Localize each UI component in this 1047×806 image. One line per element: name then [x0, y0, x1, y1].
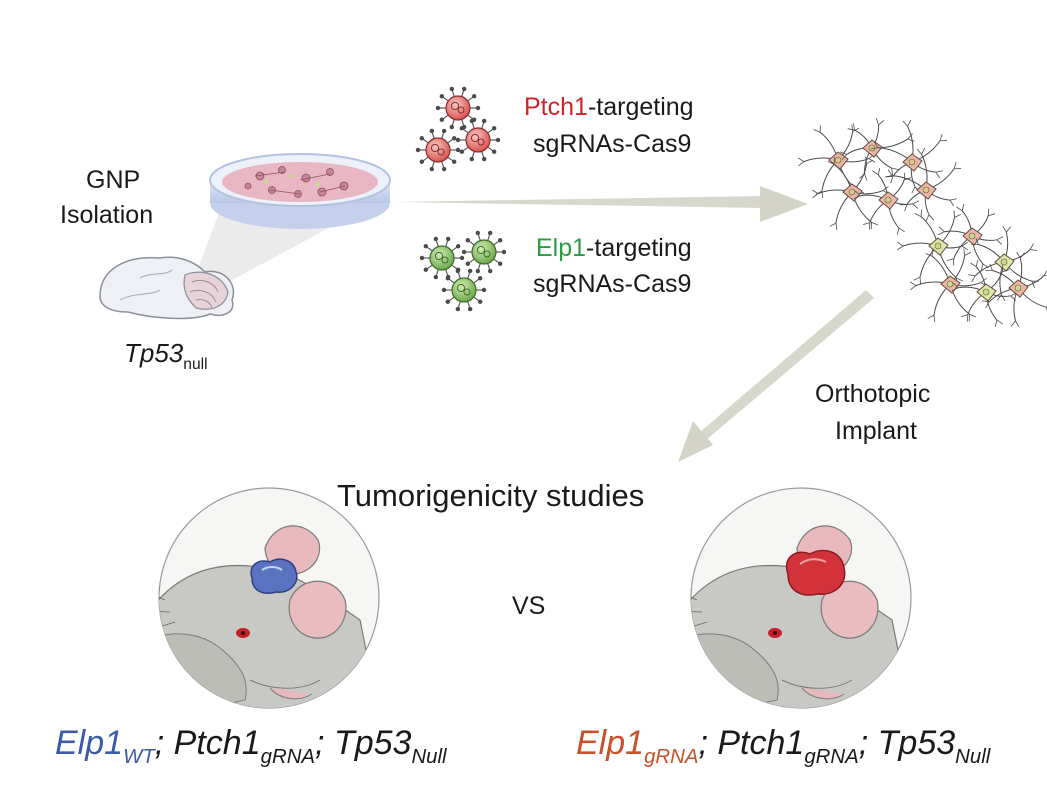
donor-gene-sub: null — [183, 356, 208, 374]
genotype-right: Elp1gRNA; Ptch1gRNA; Tp53Null — [576, 724, 990, 767]
implant-arrow — [678, 290, 874, 462]
virus-particle-icon — [455, 118, 501, 162]
ptch1-targeting-label: Ptch1-targeting — [524, 93, 694, 122]
ptch1-gene: Ptch1 — [524, 93, 588, 121]
virus-particle-icon — [441, 268, 487, 312]
study-title: Tumorigenicity studies — [337, 478, 645, 513]
virus-particle-icon — [461, 230, 507, 274]
genotype-left-elp1-sub: WT — [123, 746, 155, 769]
genotype-left: Elp1WT; Ptch1gRNA; Tp53Null — [55, 724, 447, 767]
neuron-cell-icon — [840, 118, 915, 181]
genotype-right-sep2: ; — [858, 724, 878, 762]
mouse-illustration-grna — [690, 487, 912, 709]
genotype-right-elp1-sub: gRNA — [644, 746, 699, 769]
magnifier-cone — [196, 210, 340, 292]
elp1-virus-cluster — [419, 230, 507, 312]
genotype-right-tp53-sub: Null — [955, 746, 991, 769]
donor-genotype-label: Tp53null — [124, 338, 208, 372]
neuron-cell-icon — [968, 225, 1040, 302]
main-arrow — [395, 186, 808, 222]
neuron-cell-icon — [884, 147, 961, 222]
neuron-cell-icon — [951, 259, 1018, 327]
genotype-left-tp53: Tp53 — [333, 724, 412, 762]
virus-particle-icon — [415, 128, 461, 172]
genotype-right-elp1: Elp1 — [576, 724, 645, 762]
genotype-left-elp1: Elp1 — [55, 724, 124, 762]
neuron-cell-icon — [853, 167, 920, 235]
genotype-right-ptch1: Ptch1 — [717, 724, 805, 762]
genotype-right-tp53: Tp53 — [877, 724, 956, 762]
ptch1-virus-cluster — [415, 86, 501, 172]
elp1-targeting-label: Elp1-targeting — [536, 234, 692, 263]
neuron-cell-icon — [909, 248, 988, 323]
genotype-left-ptch1-sub: gRNA — [260, 746, 316, 769]
orthotopic-label: Orthotopic — [815, 380, 931, 408]
neuron-cell-icon — [982, 251, 1047, 328]
genotype-right-sep1: ; — [698, 724, 718, 762]
versus-label: VS — [512, 592, 546, 620]
neuron-cell-icon — [811, 156, 890, 231]
ptch1-sgrna-label: sgRNAs-Cas9 — [533, 130, 692, 158]
implant-label: Implant — [835, 417, 917, 445]
genotype-left-tp53-sub: Null — [411, 746, 447, 769]
gnp-label: GNP — [86, 166, 141, 194]
genotype-right-ptch1-sub: gRNA — [804, 746, 859, 769]
elp1-sgrna-label: sgRNAs-Cas9 — [533, 270, 692, 298]
genotype-left-ptch1: Ptch1 — [173, 724, 261, 762]
isolation-label: Isolation — [60, 201, 154, 229]
donor-gene: Tp53 — [124, 338, 184, 368]
genotype-left-sep1: ; — [154, 724, 174, 762]
neuron-cell-icon — [896, 209, 969, 286]
neuron-cell-icon — [870, 119, 947, 194]
virus-particle-icon — [435, 86, 481, 130]
neuron-cluster-elp1 — [896, 203, 1047, 328]
petri-dish-icon — [209, 153, 391, 229]
mouse-illustration-wt — [158, 487, 380, 709]
neuron-cluster-ptch1 — [797, 118, 961, 235]
neuron-cell-icon — [937, 203, 1004, 271]
elp1-gene: Elp1 — [536, 234, 587, 262]
elp1-rest: -targeting — [586, 234, 692, 262]
genotype-left-sep2: ; — [315, 724, 334, 762]
brain-illustration — [99, 256, 235, 320]
ptch1-rest: -targeting — [587, 93, 694, 121]
